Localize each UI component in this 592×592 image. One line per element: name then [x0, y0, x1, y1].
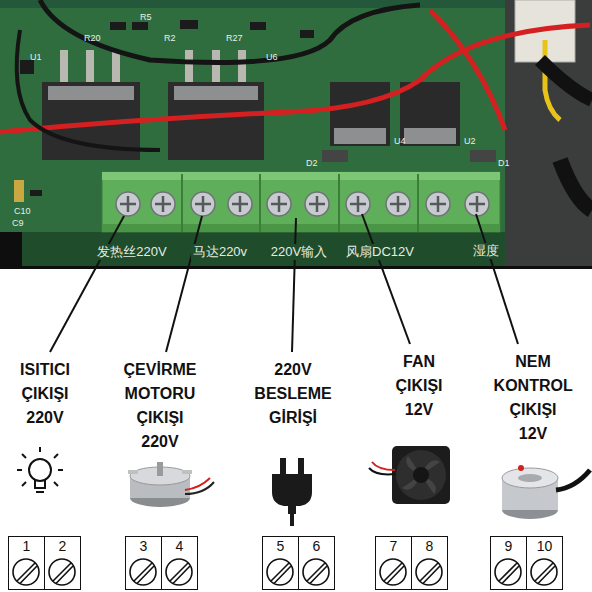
- screw-symbol: [376, 555, 410, 589]
- terminal-number: 1: [9, 537, 44, 554]
- screw-symbol: [412, 555, 446, 589]
- pcb-terminal-label: 发热丝220V: [95, 244, 168, 260]
- pcb-terminal-label: 220V输入: [269, 244, 329, 260]
- screw-symbol: [162, 555, 196, 589]
- terminal-number: 3: [126, 537, 161, 554]
- silk-label: U4: [394, 136, 406, 146]
- terminal-number-box: 4: [161, 536, 198, 590]
- screw-symbol: [126, 555, 160, 589]
- silk-label: U2: [464, 136, 476, 146]
- bulb-icon: [17, 447, 63, 492]
- output-label: ISITICI ÇIKIŞI 220V: [20, 358, 70, 430]
- terminal-number: 9: [491, 537, 526, 554]
- pcb-terminal-label: 马达220v: [191, 244, 249, 260]
- screw-head: [465, 192, 489, 216]
- terminal-number: 4: [162, 537, 197, 554]
- terminal-number-box: 10: [526, 536, 563, 590]
- screw-head: [267, 192, 291, 216]
- silk-label: R27: [226, 33, 243, 43]
- terminal-number-box: 8: [411, 536, 448, 590]
- pcb-label-area: [0, 232, 505, 268]
- black-wire: [40, 0, 420, 63]
- silk-label: C9: [12, 218, 24, 228]
- terminal-number-box: 6: [298, 536, 335, 590]
- silk-label: D2: [306, 158, 318, 168]
- screw-head: [116, 192, 140, 216]
- screw-head: [151, 192, 175, 216]
- screw-head: [191, 192, 215, 216]
- screw-head: [426, 192, 450, 216]
- terminal-number-box: 9: [490, 536, 527, 590]
- terminal-number-box: 7: [375, 536, 412, 590]
- screw-symbol: [263, 555, 297, 589]
- pcb-edge: [0, 0, 592, 8]
- silk-label: R5: [140, 12, 152, 22]
- terminal-number: 2: [45, 537, 80, 554]
- black-cable: [540, 60, 592, 100]
- screw-head: [305, 192, 329, 216]
- terminal-number: 5: [263, 537, 298, 554]
- silk-label: D1: [498, 158, 510, 168]
- regulator-u6: [168, 50, 264, 160]
- terminal-number: 8: [412, 537, 447, 554]
- pcb-terminal-label: 风扇DC12V: [344, 244, 416, 260]
- fan-icon: [369, 446, 450, 504]
- output-label: NEM KONTROL ÇIKIŞI 12V: [494, 350, 573, 446]
- black-cable: [560, 160, 592, 210]
- terminal-number-box: 1: [8, 536, 45, 590]
- silk-label: U6: [266, 52, 278, 62]
- output-label: FAN ÇIKIŞI 12V: [395, 350, 442, 422]
- terminal-number-box: 2: [44, 536, 81, 590]
- terminal-block: [102, 172, 500, 232]
- humidifier-icon: [502, 465, 590, 519]
- screw-symbol: [527, 555, 561, 589]
- screw-symbol: [491, 555, 525, 589]
- silk-label: R2: [164, 33, 176, 43]
- regulator-u4: [330, 82, 390, 146]
- pcb-terminal-label: 湿度: [471, 243, 501, 259]
- output-label: ÇEVİRME MOTORU ÇIKIŞI 220V: [124, 358, 197, 454]
- input-label: 220V BESLEME GİRİŞİ: [254, 358, 331, 430]
- plug-icon: [272, 458, 312, 526]
- terminal-number: 7: [376, 537, 411, 554]
- motor-icon: [128, 462, 214, 507]
- screw-symbol: [9, 555, 43, 589]
- terminal-screws: [116, 192, 489, 216]
- screw-head: [346, 192, 370, 216]
- terminal-number: 10: [527, 537, 562, 554]
- screw-head: [228, 192, 252, 216]
- silk-label: C10: [14, 206, 31, 216]
- red-wire: [430, 10, 505, 130]
- leader-lines: [50, 214, 518, 352]
- silk-label: R20: [84, 33, 101, 43]
- terminal-number-box: 3: [125, 536, 162, 590]
- black-wire: [17, 30, 160, 150]
- screw-symbol: [299, 555, 333, 589]
- photo-edge: [0, 266, 592, 269]
- terminal-number-box: 5: [262, 536, 299, 590]
- black-cable: [0, 232, 22, 268]
- cable-area: [505, 0, 592, 268]
- silk-label: U1: [30, 52, 42, 62]
- regulator-u2: [400, 82, 460, 146]
- terminal-number: 6: [299, 537, 334, 554]
- screw-head: [386, 192, 410, 216]
- screw-symbol: [45, 555, 79, 589]
